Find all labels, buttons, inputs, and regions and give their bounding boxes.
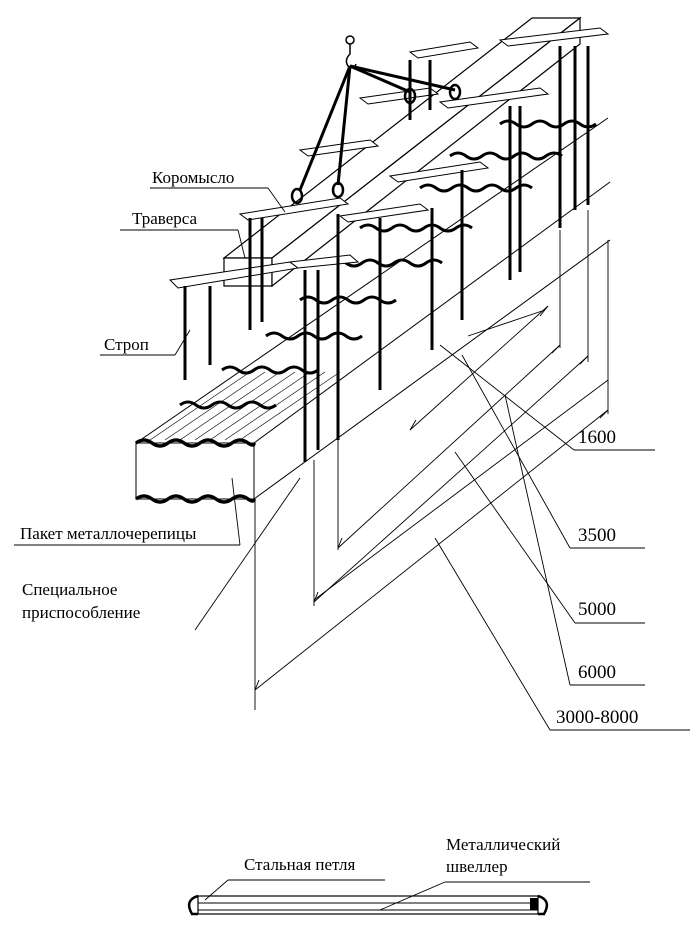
roof-tile-package <box>134 117 611 504</box>
dimension-5000: 5000 <box>578 599 616 620</box>
package-label: Пакет металлочерепицы <box>20 524 197 543</box>
traverses <box>168 27 610 289</box>
dimension-1600: 1600 <box>578 427 616 448</box>
device-label-line1: Специальное <box>22 580 117 599</box>
steel-loop-right <box>537 894 549 916</box>
dimension-lines <box>254 210 690 731</box>
dimension-range: 3000-8000 <box>556 707 638 728</box>
crane-hook <box>345 35 357 69</box>
channel-label-line2: швеллер <box>446 857 508 876</box>
dimension-6000: 6000 <box>578 662 616 683</box>
channel-detail <box>187 894 549 916</box>
traverse-label: Траверса <box>132 209 198 228</box>
slings <box>183 46 590 462</box>
device-label-line2: приспособление <box>22 603 140 622</box>
label-leaders <box>14 187 301 631</box>
channel-leaders <box>204 879 590 911</box>
beam <box>222 16 582 288</box>
chain-slings <box>290 64 462 205</box>
dimension-3500: 3500 <box>578 525 616 546</box>
beam-label: Коромысло <box>152 168 234 187</box>
channel-label-line1: Металлический <box>446 835 560 854</box>
sling-label: Строп <box>104 335 149 354</box>
steel-loop-label: Стальная петля <box>244 855 356 874</box>
steel-loop-left <box>187 894 199 916</box>
